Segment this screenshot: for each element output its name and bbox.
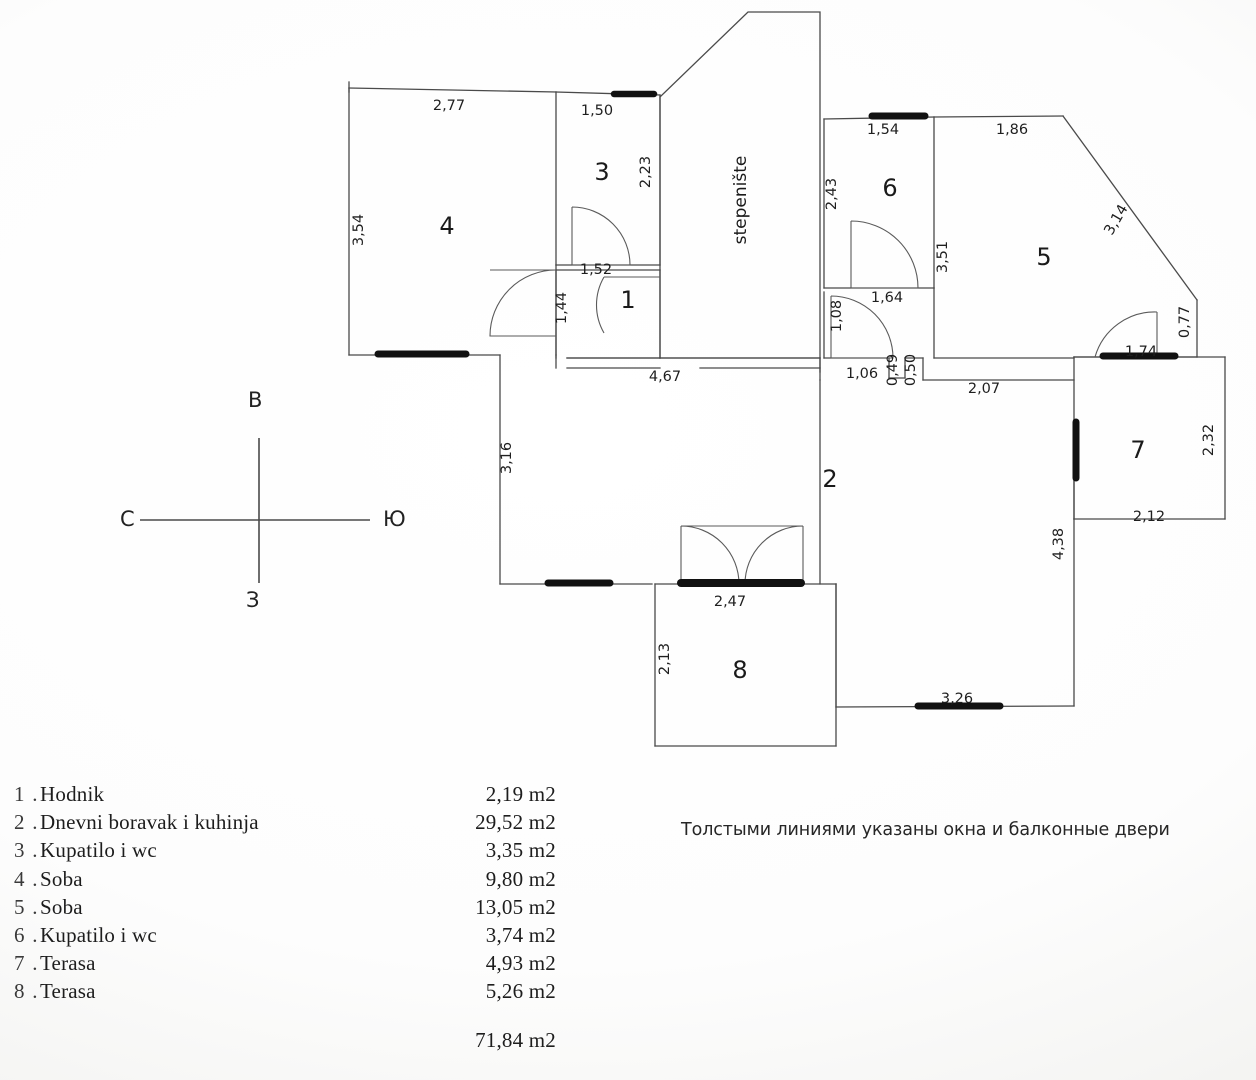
dim-niche-left: 1,08 <box>829 300 845 332</box>
legend-room-name: Hodnik <box>40 782 105 806</box>
room-label-5: 5 <box>1036 243 1051 271</box>
dim-room5-right: 0,77 <box>1177 306 1193 338</box>
legend-list: 1 . Hodnik 2,19 m2 2 . Dnevni boravak i … <box>14 782 634 1008</box>
dim-gap-a: 0,49 <box>885 354 901 386</box>
legend-row: 6 . Kupatilo i wc 3,74 m2 <box>14 923 634 951</box>
compass-label-east: В <box>248 388 263 412</box>
compass-lines <box>140 438 370 583</box>
legend-index: 4 <box>14 866 25 891</box>
dim-room6-top: 1,54 <box>867 122 899 138</box>
legend-room-area: 3,74 m2 <box>485 922 556 947</box>
dim-room8-left: 2,13 <box>657 643 673 675</box>
legend-dot: . <box>32 894 38 919</box>
thick-line-note: Толстыми линиями указаны окна и балконны… <box>681 820 1170 840</box>
legend-room-area: 13,05 m2 <box>475 894 556 919</box>
legend-room-name: Terasa <box>40 979 96 1004</box>
legend-index: 1 <box>14 782 25 806</box>
legend-room-area: 3,35 m2 <box>485 838 556 863</box>
dim-room3-right: 2,23 <box>638 156 654 188</box>
legend-dot: . <box>32 810 38 835</box>
legend-room-name: Terasa <box>40 951 96 976</box>
legend-dot: . <box>32 922 38 947</box>
compass-rose: В С Ю З <box>120 388 450 630</box>
compass-label-south: Ю <box>383 507 406 531</box>
room-label-2: 2 <box>822 465 837 493</box>
wall-stairwell-outline <box>659 11 821 359</box>
dim-room7-bottom: 2,12 <box>1133 509 1165 525</box>
legend-room-area: 5,26 m2 <box>485 979 556 1004</box>
stairwell-label: stepenište <box>731 156 751 245</box>
dim-room5-door: 1,74 <box>1125 344 1157 360</box>
dim-living-right: 4,38 <box>1051 528 1067 560</box>
dim-gap-b: 0,50 <box>903 354 919 386</box>
legend-row: 7 . Terasa 4,93 m2 <box>14 951 634 979</box>
legend-index: 2 <box>14 810 25 835</box>
dim-room8-top: 2,47 <box>714 594 746 610</box>
room-label-8: 8 <box>732 656 747 684</box>
dim-living-bottom: 3,26 <box>941 691 973 707</box>
room-label-1: 1 <box>620 286 635 314</box>
door-swing-niche <box>830 295 894 359</box>
dim-niche-bottom: 1,06 <box>846 366 878 382</box>
floor-plan-drawing: 4 3 1 2 6 5 7 8 stepenište 2,77 1,50 1,5… <box>348 11 1226 747</box>
legend-dot: . <box>32 838 38 863</box>
room-label-3: 3 <box>594 158 609 186</box>
legend-room-name: Kupatilo i wc <box>40 838 157 863</box>
legend-index: 7 <box>14 951 25 976</box>
room-label-4: 4 <box>439 212 454 240</box>
legend-room-name: Soba <box>40 866 83 891</box>
wall-room5-top <box>933 115 1064 118</box>
room-label-6: 6 <box>882 174 897 202</box>
dim-living-top: 4,67 <box>649 369 681 385</box>
dim-corridor-bottom: 2,07 <box>968 381 1000 397</box>
legend-row: 1 . Hodnik 2,19 m2 <box>14 782 634 810</box>
legend-row: 5 . Soba 13,05 m2 <box>14 895 634 923</box>
dim-room5-diagonal: 3,14 <box>1102 202 1132 238</box>
legend-row: 3 . Kupatilo i wc 3,35 m2 <box>14 838 634 866</box>
door-swing-room8-right <box>744 525 804 585</box>
legend-room-name: Dnevni boravak i kuhinja <box>40 810 259 835</box>
compass-label-north: С <box>120 507 135 531</box>
legend-dot: . <box>32 979 38 1004</box>
wall-room4-top <box>348 87 557 93</box>
legend-dot: . <box>32 951 38 976</box>
legend-dot: . <box>32 866 38 891</box>
legend-room-area: 29,52 m2 <box>475 810 556 835</box>
legend-index: 6 <box>14 922 25 947</box>
legend-row: 8 . Terasa 5,26 m2 <box>14 979 634 1007</box>
legend-total-area: 71,84 m2 <box>475 1028 556 1052</box>
dim-room1-left: 1,44 <box>554 292 570 324</box>
door-swing-room3 <box>571 206 631 266</box>
legend-room-name: Kupatilo i wc <box>40 922 157 947</box>
dim-room5-left: 3,51 <box>935 241 951 273</box>
door-swing-terrace7 <box>1094 311 1158 358</box>
door-swing-room4 <box>489 269 557 337</box>
dim-room4-top: 2,77 <box>433 98 465 114</box>
legend-dot: . <box>32 782 38 806</box>
dim-room3-top: 1,50 <box>581 103 613 119</box>
legend-index: 8 <box>14 979 25 1004</box>
legend-room-area: 9,80 m2 <box>485 866 556 891</box>
dim-room5-top: 1,86 <box>996 122 1028 138</box>
legend-total-row: 71,84 m2 <box>14 1028 634 1056</box>
dim-room6-left: 2,43 <box>824 178 840 210</box>
dim-living-left: 3,16 <box>499 442 515 474</box>
compass-label-west: З <box>246 588 260 612</box>
legend-room-name: Soba <box>40 894 83 919</box>
legend-room-area: 4,93 m2 <box>485 951 556 976</box>
door-swing-room6 <box>850 220 919 289</box>
legend-index: 5 <box>14 894 25 919</box>
dim-room7-right: 2,32 <box>1201 424 1217 456</box>
door-swing-room8-left <box>680 525 740 585</box>
legend-index: 3 <box>14 838 25 863</box>
legend-room-area: 2,19 m2 <box>485 782 556 806</box>
dim-room3-bottom: 1,52 <box>580 262 612 278</box>
door-swing-hodnik <box>595 276 660 334</box>
dim-room4-left: 3,54 <box>351 214 367 246</box>
dim-room6-bottom: 1,64 <box>871 290 903 306</box>
legend-row: 4 . Soba 9,80 m2 <box>14 867 634 895</box>
legend-row: 2 . Dnevni boravak i kuhinja 29,52 m2 <box>14 810 634 838</box>
room-label-7: 7 <box>1130 436 1145 464</box>
wall-room5-diagonal <box>1062 115 1198 301</box>
